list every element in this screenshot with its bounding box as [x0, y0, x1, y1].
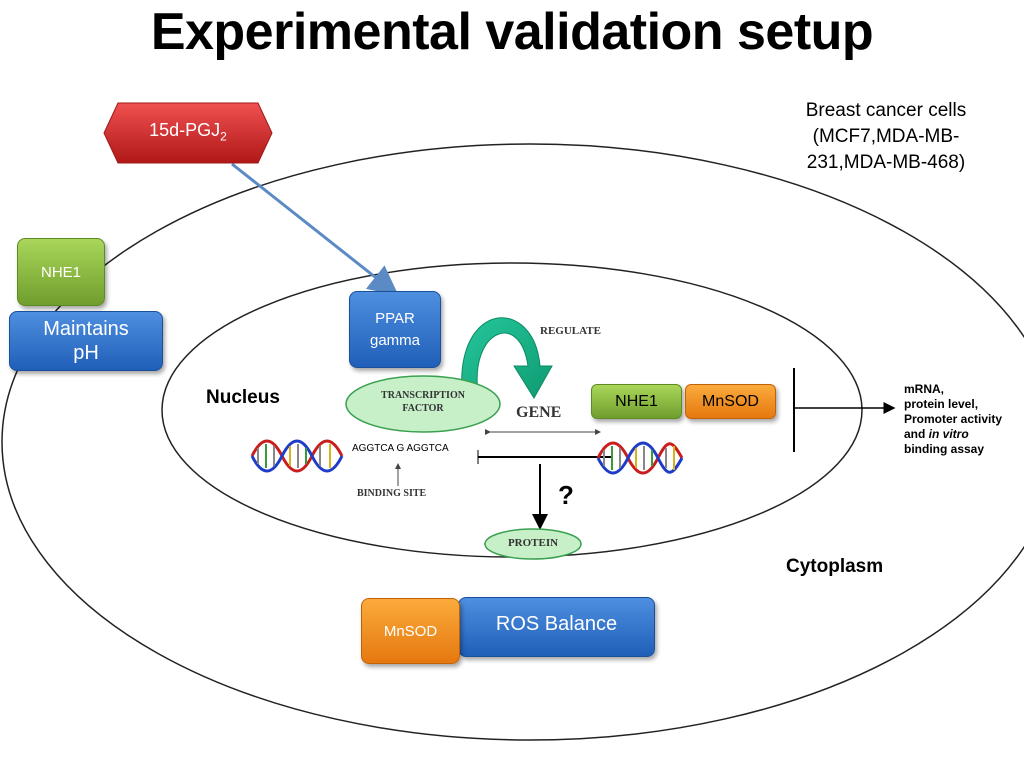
readout-line4-prefix: and	[904, 427, 929, 441]
cell-line-note: Breast cancer cells (MCF7,MDA-MB- 231,MD…	[780, 98, 992, 176]
nhe1-gene-label: NHE1	[615, 392, 658, 410]
nhe1-membrane-label: NHE1	[40, 263, 81, 281]
maintains-ph-box: Maintains pH	[9, 311, 163, 371]
readout-line4: and in vitro	[904, 427, 1002, 442]
nucleus-label: Nucleus	[206, 387, 280, 408]
compound-shape	[103, 102, 273, 164]
cell-line-note-line3: 231,MDA-MB-468)	[806, 152, 966, 173]
transcription-factor-shape	[345, 375, 501, 433]
binding-site-label: BINDING SITE	[357, 488, 427, 499]
transcription-factor-line1: TRANSCRIPTION	[381, 390, 465, 401]
mnsod-gene-box: MnSOD	[685, 384, 776, 419]
nhe1-membrane-box: NHE1	[17, 238, 105, 306]
ros-balance-label: ROS Balance	[495, 612, 618, 635]
dna-left	[250, 439, 344, 473]
maintains-ph-line1: Maintains	[43, 318, 129, 340]
mnsod-bottom-box: MnSOD	[361, 598, 460, 664]
ppar-gamma-line1: PPAR	[375, 309, 415, 327]
ros-balance-box: ROS Balance	[458, 597, 655, 657]
ppar-gamma-line2: gamma	[369, 331, 421, 349]
cell-line-note-line1: Breast cancer cells	[805, 100, 967, 121]
compound-name: 15d-PGJ	[149, 120, 221, 140]
readout-line2: protein level,	[904, 397, 979, 411]
page-title: Experimental validation setup	[150, 3, 874, 61]
cytoplasm-label: Cytoplasm	[786, 556, 884, 577]
compound-label: 15d-PGJ2	[104, 120, 272, 144]
maintains-ph-line2: pH	[73, 342, 99, 364]
ppar-gamma-box: PPAR gamma	[349, 291, 441, 368]
transcription-factor-line2: FACTOR	[402, 403, 444, 414]
cell-membrane	[1, 143, 1024, 741]
readouts-text: mRNA, protein level, Promoter activity a…	[904, 382, 1002, 457]
readout-line1: mRNA,	[904, 382, 945, 396]
transcription-factor-label: TRANSCRIPTION FACTOR	[346, 389, 500, 415]
readout-line5: binding assay	[904, 442, 985, 456]
gene-label: GENE	[516, 404, 562, 421]
compound-subscript: 2	[220, 129, 227, 144]
mnsod-gene-label: MnSOD	[702, 392, 759, 410]
binding-sequence: AGGTCA G AGGTCA	[352, 443, 449, 454]
cell-line-note-line2: (MCF7,MDA-MB-	[812, 126, 960, 147]
compound-to-ppar-arrow	[231, 162, 399, 296]
protein-label: PROTEIN	[507, 537, 559, 549]
mnsod-bottom-label: MnSOD	[383, 622, 438, 640]
regulate-arrow	[461, 317, 553, 399]
question-mark: ?	[558, 480, 574, 510]
regulate-label: REGULATE	[540, 325, 601, 337]
readout-line4-italic: in vitro	[928, 427, 969, 441]
nhe1-gene-box: NHE1	[591, 384, 682, 419]
dna-right	[596, 441, 684, 475]
protein-shape	[484, 528, 582, 560]
readout-line3: Promoter activity	[904, 412, 1003, 426]
